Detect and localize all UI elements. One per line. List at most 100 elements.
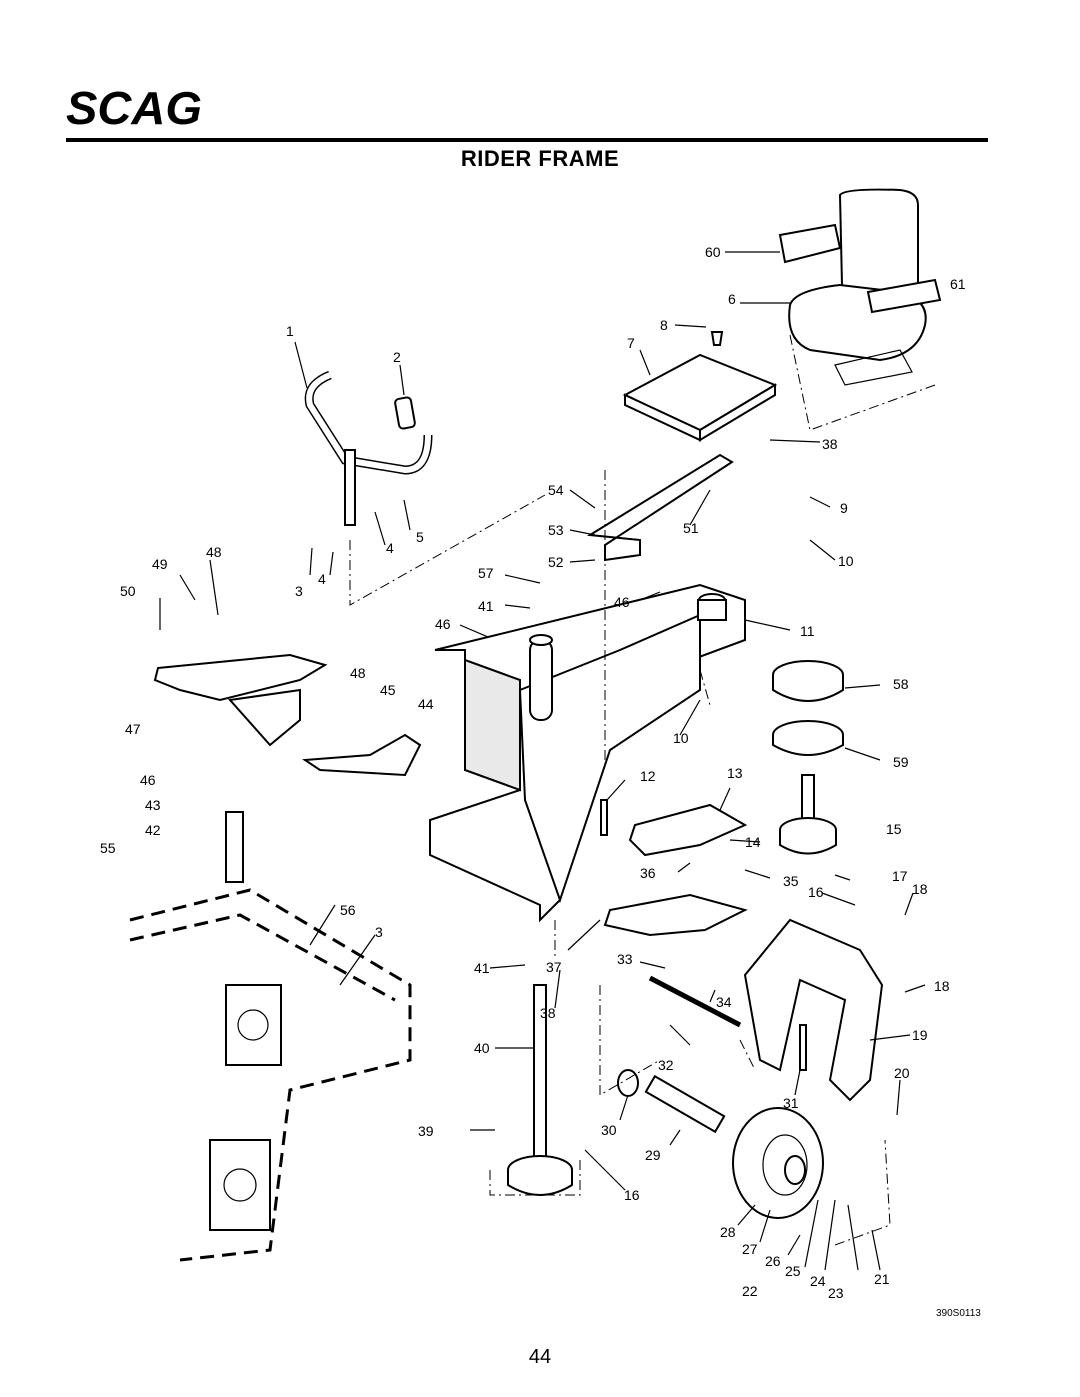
steering-handle: [304, 370, 433, 526]
sprocket: [507, 1155, 573, 1196]
callout-11: 11: [800, 623, 815, 639]
figure-reference: 390S0113: [936, 1308, 981, 1319]
exploded-parts-diagram: 1 2 3 4 5 3 4 48 49 50 47 46 43 42 55 48…: [100, 188, 966, 1301]
callout-41b: 41: [474, 960, 490, 976]
callout-16b: 16: [624, 1187, 640, 1203]
callout-10: 10: [838, 553, 854, 569]
callout-46c: 46: [614, 594, 630, 610]
callout-26: 26: [765, 1253, 781, 1269]
callout-4: 4: [318, 571, 326, 587]
seat-slide: [586, 453, 734, 562]
callout-54: 54: [548, 482, 564, 498]
callout-50: 50: [120, 583, 136, 599]
axle-spacer: [644, 1074, 726, 1134]
mount-plates: [209, 811, 282, 1231]
callout-34: 34: [716, 994, 732, 1010]
callout-25: 25: [785, 1263, 801, 1279]
foot-pedal-lower: [603, 893, 748, 937]
page-number: 44: [528, 1346, 552, 1368]
callout-33: 33: [617, 951, 633, 967]
callout-43: 43: [145, 797, 161, 813]
callout-17: 17: [892, 868, 908, 884]
deck-frame-outline: [129, 888, 412, 1262]
callout-labels: 1 2 3 4 5 3 4 48 49 50 47 46 43 42 55 48…: [100, 244, 966, 1301]
callout-22: 22: [742, 1283, 758, 1299]
callout-1: 1: [286, 323, 294, 339]
callout-46: 46: [140, 772, 156, 788]
callout-46b: 46: [435, 616, 451, 632]
callout-52: 52: [548, 554, 564, 570]
callout-10b: 10: [673, 730, 689, 746]
callout-45: 45: [380, 682, 396, 698]
callout-28: 28: [720, 1224, 736, 1240]
callout-5: 5: [416, 529, 424, 545]
axle-bolt: [648, 975, 742, 1028]
pulley-upper: [772, 660, 844, 702]
callout-48: 48: [206, 544, 222, 560]
callout-leaders: [159, 251, 926, 1271]
caster-fork: [743, 918, 884, 1102]
callout-24: 24: [810, 1273, 826, 1289]
callout-56: 56: [340, 902, 356, 918]
callout-21: 21: [874, 1271, 890, 1287]
callout-36: 36: [640, 865, 656, 881]
callout-60: 60: [705, 244, 721, 260]
seat-plate: [622, 331, 778, 442]
callout-31: 31: [783, 1095, 799, 1111]
callout-55: 55: [100, 840, 116, 856]
callout-44: 44: [418, 696, 434, 712]
callout-37: 37: [546, 959, 562, 975]
callout-7: 7: [627, 335, 635, 351]
callout-18: 18: [912, 881, 928, 897]
bolt-31: [799, 1024, 807, 1071]
callout-49: 49: [152, 556, 168, 572]
callout-42: 42: [145, 822, 161, 838]
callout-3: 3: [295, 583, 303, 599]
callout-61: 61: [950, 276, 966, 292]
spindle-hub: [779, 774, 837, 855]
caster-wheel: [732, 1107, 824, 1219]
callout-23: 23: [828, 1285, 844, 1301]
scag-logo: SCAG: [66, 84, 202, 132]
callout-18b: 18: [934, 978, 950, 994]
callout-59: 59: [893, 754, 909, 770]
callout-40: 40: [474, 1040, 490, 1056]
bolt-12: [600, 799, 608, 836]
callout-12: 12: [640, 768, 656, 784]
rider-main-frame: [429, 583, 746, 923]
callout-2: 2: [393, 349, 401, 365]
callout-35: 35: [783, 873, 799, 889]
callout-32: 32: [658, 1057, 674, 1073]
callout-29: 29: [645, 1147, 661, 1163]
callout-3c: 3: [375, 924, 383, 940]
callout-9: 9: [840, 500, 848, 516]
callout-14: 14: [745, 834, 761, 850]
callout-39: 39: [418, 1123, 434, 1139]
seat: [778, 188, 942, 386]
logo-text: SCAG: [66, 84, 202, 132]
page-title: RIDER FRAME: [460, 146, 620, 171]
header-rule: [66, 138, 988, 142]
foot-pedal-left: [153, 653, 328, 747]
callout-51: 51: [683, 520, 699, 536]
callout-8: 8: [660, 317, 668, 333]
handle-grip: [394, 396, 416, 430]
callout-38: 38: [822, 436, 838, 452]
callout-19: 19: [912, 1027, 928, 1043]
callout-15: 15: [886, 821, 902, 837]
callout-58: 58: [893, 676, 909, 692]
brake-pedal: [302, 733, 422, 777]
pulley-lower: [772, 720, 844, 756]
callout-13: 13: [727, 765, 743, 781]
callout-48b: 48: [350, 665, 366, 681]
foot-pedal-right: [628, 803, 748, 857]
callout-47: 47: [125, 721, 141, 737]
callout-30: 30: [601, 1122, 617, 1138]
callout-38b: 38: [540, 1005, 556, 1021]
callout-20: 20: [894, 1065, 910, 1081]
assembly-guide-lines: [349, 334, 936, 1246]
callout-53: 53: [548, 522, 564, 538]
callout-41: 41: [478, 598, 494, 614]
callout-16: 16: [808, 884, 824, 900]
callout-57: 57: [478, 565, 494, 581]
